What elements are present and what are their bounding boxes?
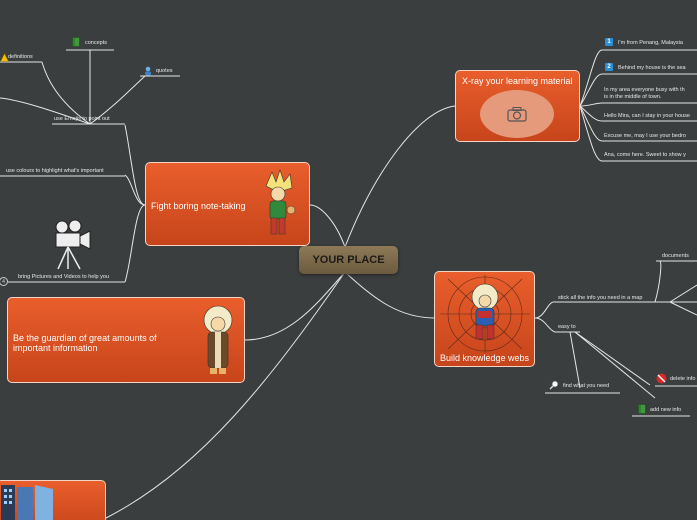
quotes-label[interactable]: quotes	[156, 68, 173, 74]
green-book-icon	[638, 404, 646, 414]
person-icon	[145, 66, 151, 76]
xray-item-2[interactable]: Behind my house is the sea	[618, 65, 686, 71]
node-guardian-title: Be the guardian of great amounts of impo…	[13, 333, 157, 353]
book-icon	[72, 37, 80, 47]
xray-item-3[interactable]: In my area everyone busy with th	[604, 87, 685, 93]
stick-info-label[interactable]: stick all the info you need in a map	[558, 295, 643, 301]
concepts-label[interactable]: concepts	[85, 40, 108, 46]
node-fight-title: Fight boring note-taking	[151, 201, 246, 211]
definitions-label[interactable]: definitions	[8, 54, 33, 60]
video-camera-icon	[55, 219, 91, 270]
colours-label[interactable]: use colours to highlight what's importan…	[6, 168, 104, 174]
xray-item-4[interactable]: Hello Mira, can I stay in your house	[604, 113, 690, 119]
cartoon-character-icon	[265, 169, 296, 235]
find-label[interactable]: find what you need	[563, 383, 610, 389]
xray-item-1[interactable]: I'm from Penang, Malaysia	[618, 40, 683, 46]
number-two-icon: 2	[605, 63, 613, 71]
xray-item-3-cont: is in the middle of town.	[604, 94, 662, 100]
add-label[interactable]: add new info	[650, 407, 682, 413]
camera-placeholder[interactable]	[480, 90, 554, 138]
buildings-image-icon	[1, 485, 53, 520]
delete-label[interactable]: delete info	[670, 376, 696, 382]
node-webs[interactable]: Build knowledge webs	[434, 271, 535, 367]
no-entry-icon	[656, 373, 667, 384]
magnifier-icon	[549, 380, 559, 390]
easy-to-label[interactable]: easy to	[558, 324, 576, 330]
node-xray-title: X-ray your learning material	[462, 76, 573, 86]
camera-icon	[507, 107, 527, 122]
node-guardian[interactable]: Be the guardian of great amounts of impo…	[7, 297, 245, 383]
number-one-icon: 1	[605, 38, 613, 46]
central-topic[interactable]: YOUR PLACE	[299, 246, 398, 274]
spider-character-icon	[440, 275, 530, 353]
collapsed-count-badge[interactable]: 4	[0, 277, 8, 286]
node-fight[interactable]: Fight boring note-taking	[145, 162, 310, 246]
monk-character-icon	[203, 305, 233, 374]
pictures-label[interactable]: bring Pictures and Videos to help you	[18, 274, 110, 280]
node-xray[interactable]: X-ray your learning material	[455, 70, 580, 142]
node-bottom-partial[interactable]	[0, 480, 106, 520]
documents-label[interactable]: documents	[662, 253, 689, 259]
xray-item-5[interactable]: Excuse me, may I use your bedro	[604, 133, 686, 139]
xray-item-6[interactable]: Ana, come here. Sweet to show y	[604, 152, 686, 158]
warning-icon	[0, 53, 9, 62]
emoji-branch-label[interactable]: use Emojis to point out	[54, 116, 110, 122]
node-webs-title: Build knowledge webs	[440, 353, 530, 363]
central-topic-label: YOUR PLACE	[312, 254, 385, 266]
